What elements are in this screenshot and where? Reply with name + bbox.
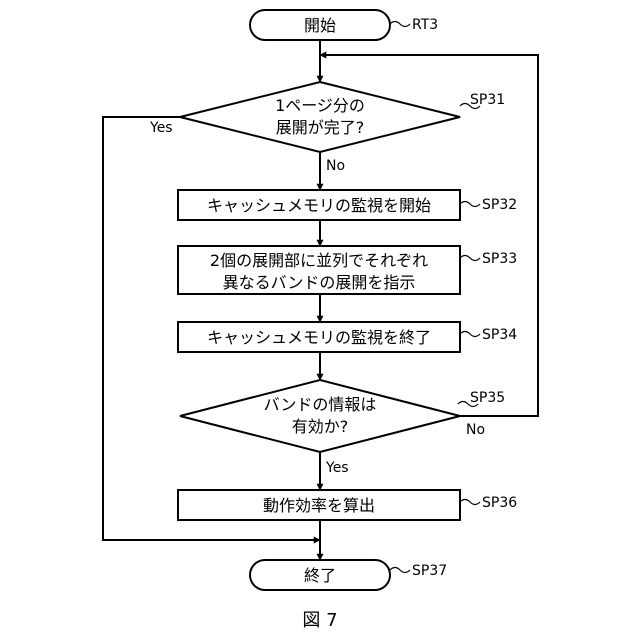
start-ref-leader — [390, 22, 410, 27]
process-sp33-line-2: 異なるバンドの展開を指示 — [223, 273, 416, 292]
decision-sp35: バンドの情報は 有効か? — [180, 380, 460, 452]
sp32-ref-label: SP32 — [482, 197, 517, 213]
sp33-ref-label: SP33 — [482, 251, 517, 267]
process-sp32-label: キャッシュメモリの監視を開始 — [207, 196, 431, 215]
process-sp36: 動作効率を算出 — [178, 490, 460, 520]
start-terminal: 開始 — [250, 10, 390, 40]
sp32-ref-leader — [460, 202, 480, 207]
process-sp34-label: キャッシュメモリの監視を終了 — [207, 328, 431, 347]
decision-sp35-line-1: バンドの情報は — [264, 395, 377, 414]
end-ref-leader — [390, 568, 410, 573]
start-ref-label: RT3 — [412, 17, 438, 33]
sp33-ref-leader — [460, 256, 480, 261]
decision-sp35-shape — [180, 380, 460, 452]
sp31-yes-label: Yes — [149, 120, 173, 136]
start-terminal-label: 開始 — [304, 16, 336, 35]
decision-sp35-line-2: 有効か? — [292, 417, 349, 436]
figure-caption: 図 7 — [302, 610, 337, 631]
decision-sp31-shape — [180, 82, 460, 152]
end-ref-label: SP37 — [412, 563, 447, 579]
sp35-ref-label: SP35 — [470, 390, 505, 406]
process-sp33-line-1: 2個の展開部に並列でそれぞれ — [210, 251, 428, 270]
sp34-ref-label: SP34 — [482, 327, 517, 343]
decision-sp31-line-2: 展開が完了? — [276, 118, 365, 137]
sp35-no-label: No — [466, 422, 485, 438]
process-sp34: キャッシュメモリの監視を終了 — [178, 322, 460, 352]
sp36-ref-leader — [460, 500, 480, 505]
process-sp33: 2個の展開部に並列でそれぞれ 異なるバンドの展開を指示 — [178, 246, 460, 294]
sp31-no-label: No — [326, 158, 345, 174]
sp35-yes-label: Yes — [325, 460, 349, 476]
sp31-ref-label: SP31 — [470, 92, 505, 108]
end-terminal-label: 終了 — [304, 566, 336, 585]
process-sp36-label: 動作効率を算出 — [263, 496, 375, 515]
sp34-ref-leader — [460, 332, 480, 337]
sp36-ref-label: SP36 — [482, 495, 517, 511]
decision-sp31: 1ページ分の 展開が完了? — [180, 82, 460, 152]
process-sp32: キャッシュメモリの監視を開始 — [178, 190, 460, 220]
end-terminal: 終了 — [250, 560, 390, 590]
decision-sp31-line-1: 1ページ分の — [275, 96, 365, 115]
